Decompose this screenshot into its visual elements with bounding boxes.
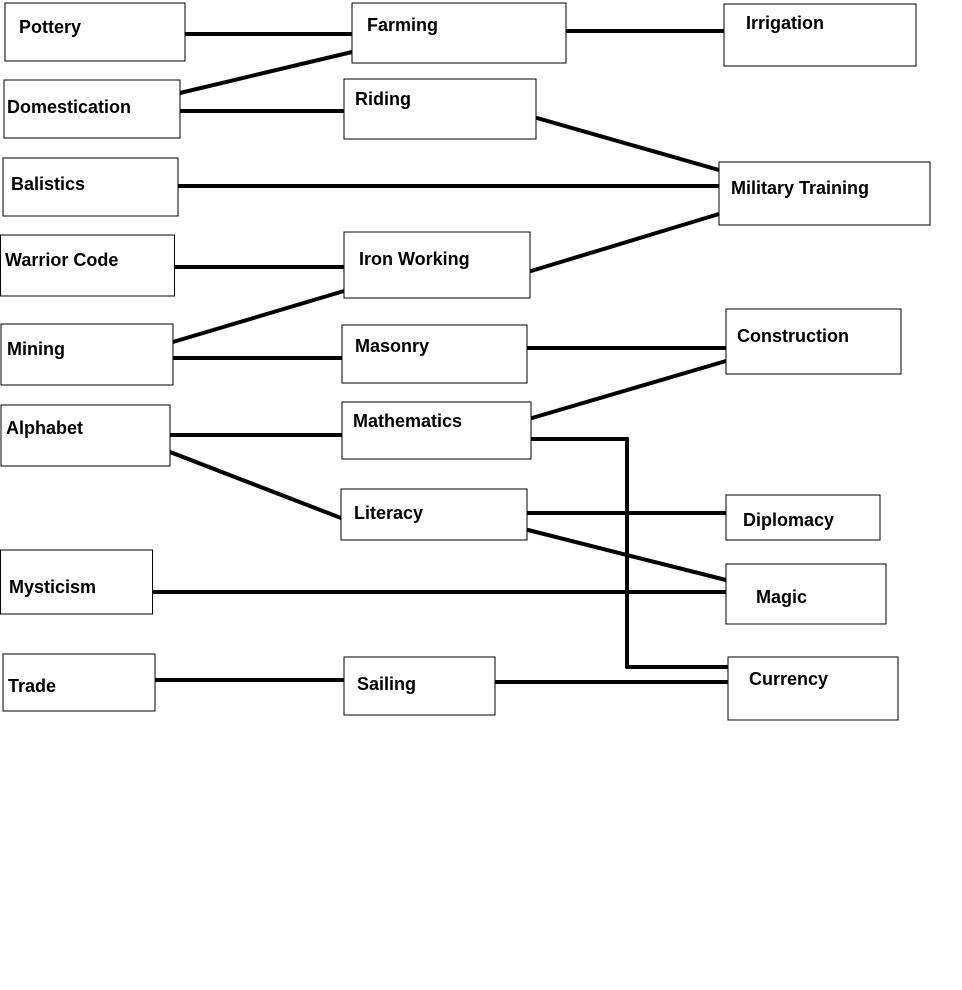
label-mysticism: Mysticism — [9, 577, 96, 597]
label-riding: Riding — [355, 89, 411, 109]
node-iron-working — [343, 231, 531, 299]
label-mathematics: Mathematics — [353, 411, 462, 431]
label-military-training: Military Training — [731, 178, 869, 198]
label-warrior-code: Warrior Code — [5, 250, 118, 270]
label-trade: Trade — [8, 676, 56, 696]
node-mathematics — [341, 401, 532, 460]
link-mining-iron-working — [171, 289, 346, 344]
node-boxes — [0, 2, 931, 721]
label-masonry: Masonry — [355, 336, 429, 356]
label-balistics: Balistics — [11, 174, 85, 194]
node-masonry — [341, 324, 528, 384]
label-domestication: Domestication — [7, 97, 131, 117]
node-currency — [727, 656, 899, 721]
label-irrigation: Irrigation — [746, 13, 824, 33]
node-literacy — [340, 488, 528, 541]
label-magic: Magic — [756, 587, 807, 607]
node-construction — [725, 308, 902, 375]
node-warrior-code — [0, 234, 175, 297]
node-mining — [0, 323, 174, 386]
node-alphabet — [0, 404, 171, 467]
node-pottery — [4, 2, 186, 62]
node-domestication — [3, 79, 181, 139]
label-pottery: Pottery — [19, 17, 81, 37]
node-irrigation — [723, 3, 917, 67]
connector-lines — [151, 29, 730, 684]
label-alphabet: Alphabet — [6, 418, 83, 438]
label-mining: Mining — [7, 339, 65, 359]
node-farming — [351, 2, 567, 64]
label-iron-working: Iron Working — [359, 249, 470, 269]
label-farming: Farming — [367, 15, 438, 35]
node-trade — [2, 653, 156, 712]
link-alphabet-literacy — [168, 450, 343, 520]
node-magic — [725, 563, 887, 625]
node-balistics — [2, 157, 179, 217]
link-domestication-farming — [178, 50, 354, 95]
label-construction: Construction — [737, 326, 849, 346]
label-literacy: Literacy — [354, 503, 423, 523]
node-mysticism — [0, 549, 153, 615]
node-riding — [343, 78, 537, 140]
node-diplomacy — [725, 494, 881, 541]
link-riding-military-training — [535, 116, 721, 172]
node-labels: Pottery Farming Irrigation Domestication… — [5, 13, 869, 696]
link-iron-working-military-training — [529, 212, 721, 273]
label-sailing: Sailing — [357, 674, 416, 694]
node-sailing — [343, 656, 496, 716]
node-military-training — [718, 161, 931, 226]
label-currency: Currency — [749, 669, 828, 689]
link-mathematics-construction — [530, 359, 728, 420]
label-diplomacy: Diplomacy — [743, 510, 834, 530]
